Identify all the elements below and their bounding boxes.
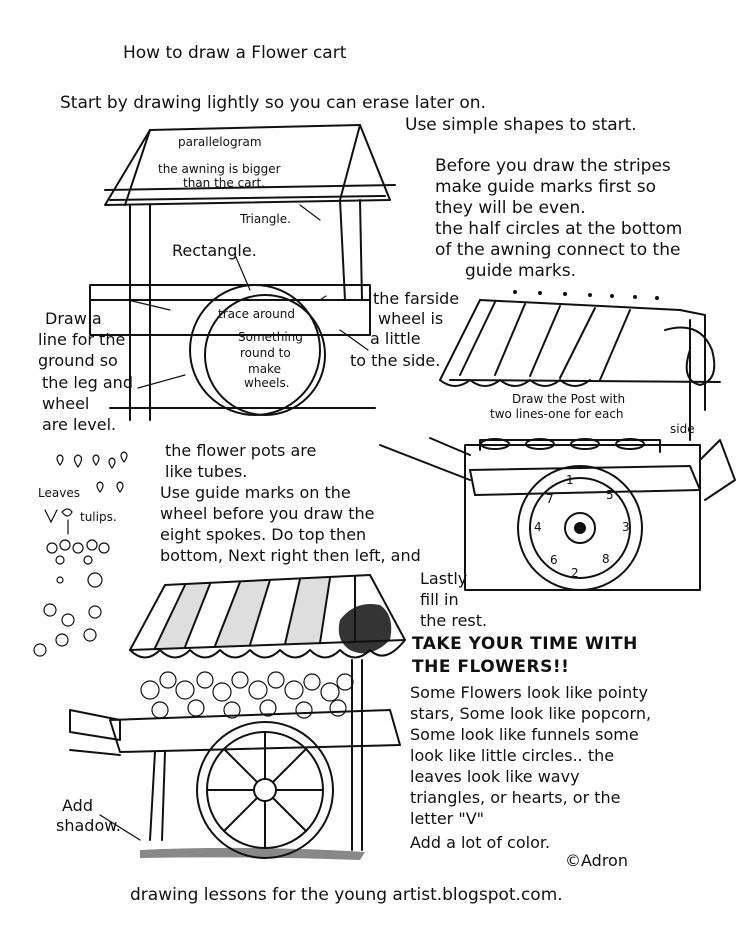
- label-post-3: side: [670, 422, 695, 436]
- spoke-number-2: 2: [571, 566, 579, 580]
- flowers-note-2: stars, Some look like popcorn,: [410, 704, 652, 723]
- label-something-4: wheels.: [244, 376, 290, 390]
- pots-note-1: the flower pots are: [165, 441, 317, 460]
- spoke-number-8: 8: [602, 552, 610, 566]
- spoke-number-1: 1: [566, 473, 574, 487]
- flowers-note-7: letter "V": [410, 809, 485, 828]
- pots-note-8: fill in: [420, 590, 459, 609]
- page-title: How to draw a Flower cart: [123, 43, 347, 63]
- guide-marks: [513, 290, 659, 300]
- spoke-number-5: 5: [606, 488, 614, 502]
- label-farside-3: a little: [370, 329, 421, 348]
- pots-note-6: bottom, Next right then left, and: [160, 546, 421, 565]
- label-add-shadow-2: shadow.: [56, 816, 121, 835]
- label-post-1: Draw the Post with: [512, 392, 626, 406]
- label-ground-4: the leg and: [42, 373, 133, 392]
- label-trace-around: trace around: [218, 307, 295, 321]
- sketch-arrows: [127, 204, 369, 389]
- stripes-note-3: they will be even.: [435, 198, 586, 218]
- label-triangle: Triangle.: [240, 212, 291, 226]
- label-awning-bigger-1: the awning is bigger: [158, 162, 281, 176]
- label-farside-1: the farside: [373, 289, 460, 308]
- label-add-shadow-1: Add: [62, 796, 93, 815]
- label-ground-1: Draw a: [45, 309, 102, 328]
- flowers-note-1: Some Flowers look like pointy: [410, 683, 648, 702]
- sketch-awning-guides: [439, 299, 721, 441]
- label-farside-2: wheel is: [378, 309, 444, 328]
- label-something-1: Something: [238, 330, 303, 344]
- sketch-cart-basic: [89, 124, 396, 421]
- flowers-note-6: triangles, or hearts, or the: [410, 788, 621, 807]
- label-awning-bigger-2: than the cart.: [183, 176, 265, 190]
- stripes-note-5: of the awning connect to the: [435, 240, 681, 260]
- flowers-note-8: Add a lot of color.: [410, 833, 551, 852]
- label-ground-6: are level.: [42, 415, 117, 434]
- doodle-flowers: [33, 539, 110, 657]
- stripes-note-1: Before you draw the stripes: [435, 156, 671, 176]
- flowers-heading-2: THE FLOWERS!!: [412, 657, 570, 677]
- label-something-2: round to: [240, 346, 291, 360]
- label-ground-5: wheel: [42, 394, 90, 413]
- doodle-leaves: [44, 451, 128, 535]
- flowers-note-3: Some look like funnels some: [410, 725, 639, 744]
- spoke-number-3: 3: [622, 520, 630, 534]
- final-flower-cart: [69, 574, 406, 860]
- pots-note-4: wheel before you draw the: [160, 504, 375, 523]
- label-parallelogram: parallelogram: [178, 135, 262, 149]
- flowers-note-5: leaves look like wavy: [410, 767, 580, 786]
- stripes-note-6: guide marks.: [465, 261, 577, 281]
- pots-note-2: like tubes.: [165, 462, 248, 481]
- label-rectangle: Rectangle.: [172, 241, 257, 260]
- spoke-number-4: 4: [534, 520, 542, 534]
- label-ground-2: line for the: [38, 330, 126, 349]
- sketch-cart-wheel: [379, 437, 736, 591]
- spoke-number-6: 6: [550, 553, 558, 567]
- label-post-2: two lines-one for each: [490, 407, 624, 421]
- label-ground-3: ground so: [38, 351, 118, 370]
- footer-link[interactable]: drawing lessons for the young artist.blo…: [130, 885, 563, 905]
- label-leaves: Leaves: [38, 486, 80, 500]
- stripes-note-4: the half circles at the bottom: [435, 219, 683, 239]
- pots-note-3: Use guide marks on the: [160, 483, 351, 502]
- copyright: ©Adron: [565, 851, 628, 870]
- intro-line-2: Use simple shapes to start.: [405, 115, 637, 135]
- intro-line-1: Start by drawing lightly so you can eras…: [60, 93, 486, 113]
- label-tulips: tulips.: [80, 510, 117, 524]
- stripes-note-2: make guide marks first so: [435, 177, 656, 197]
- label-something-3: make: [248, 362, 281, 376]
- pots-note-7: Lastly: [420, 569, 468, 588]
- spoke-number-7: 7: [546, 492, 554, 506]
- flowers-heading-1: TAKE YOUR TIME WITH: [412, 634, 638, 654]
- flowers-note-4: look like little circles.. the: [410, 746, 615, 765]
- pots-note-5: eight spokes. Do top then: [160, 525, 367, 544]
- pots-note-9: the rest.: [420, 611, 488, 630]
- label-farside-4: to the side.: [350, 351, 441, 370]
